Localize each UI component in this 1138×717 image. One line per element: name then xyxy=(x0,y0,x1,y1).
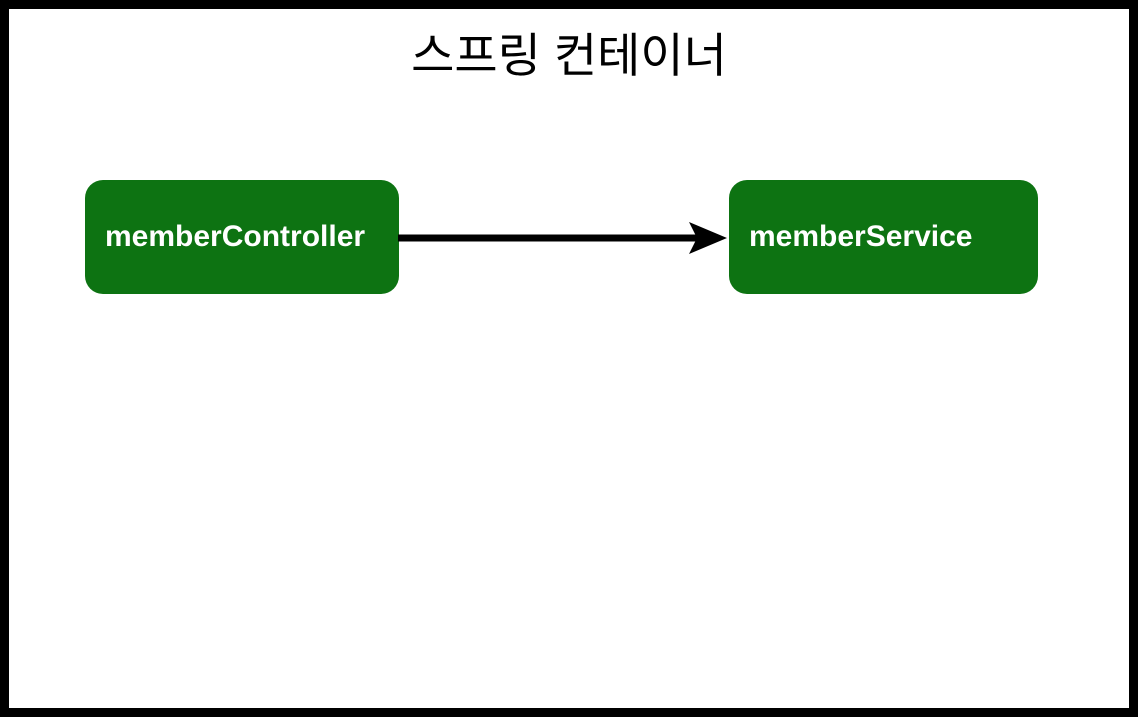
diagram-node-label: memberService xyxy=(749,220,973,253)
diagram-node-label: memberController xyxy=(105,220,366,253)
diagram-node-member-service[interactable]: memberService xyxy=(729,180,1038,294)
diagram-node-member-controller[interactable]: memberController xyxy=(85,180,399,294)
slide-surface xyxy=(9,9,1129,708)
page-title: 스프링 컨테이너 xyxy=(411,29,727,82)
